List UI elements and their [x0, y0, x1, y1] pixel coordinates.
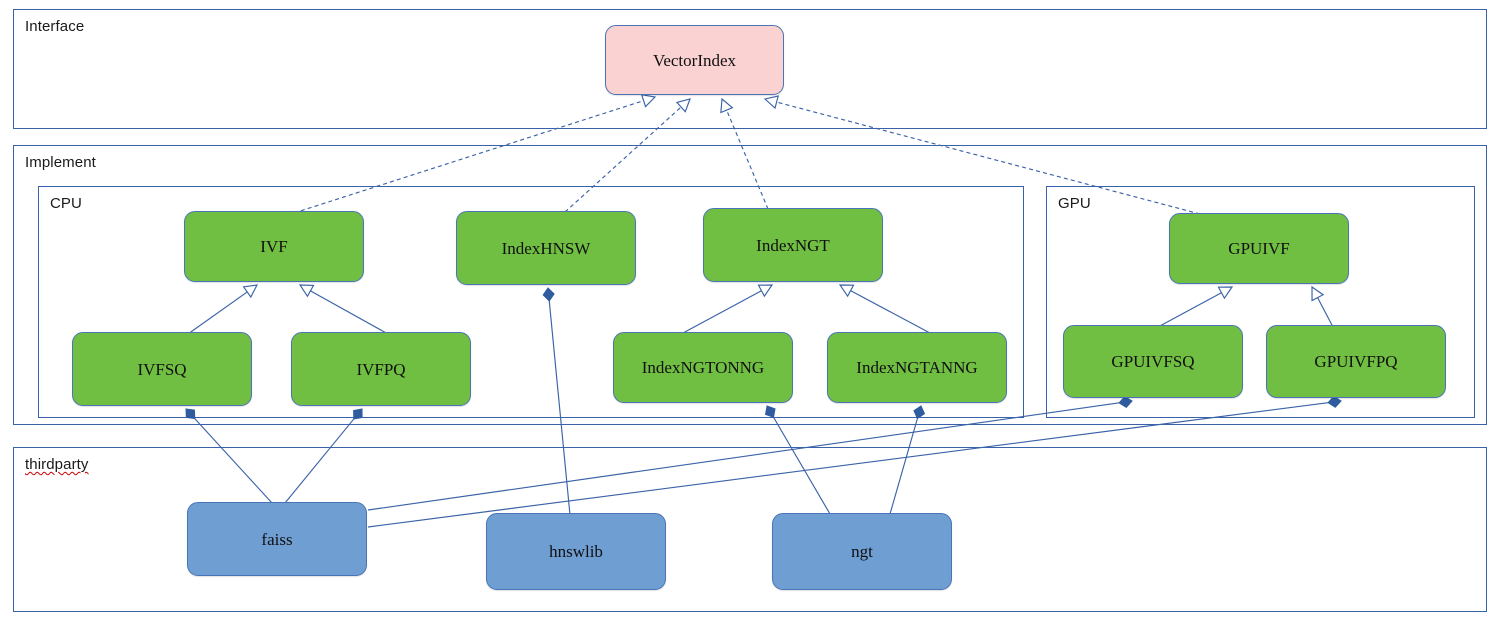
node-ivfsq[interactable]: IVFSQ	[72, 332, 252, 406]
node-indexhnsw[interactable]: IndexHNSW	[456, 211, 636, 285]
node-label: GPUIVFSQ	[1111, 352, 1195, 371]
node-gpuivfsq[interactable]: GPUIVFSQ	[1063, 325, 1243, 398]
node-label: IndexNGTANNG	[856, 358, 978, 377]
node-label: IndexHNSW	[501, 238, 591, 258]
node-hnswlib[interactable]: hnswlib	[486, 513, 666, 590]
group-label-cpu: CPU	[50, 195, 82, 212]
node-vectorindex[interactable]: VectorIndex	[605, 25, 784, 95]
node-indexngtonng[interactable]: IndexNGTONNG	[613, 332, 793, 403]
node-label: GPUIVFPQ	[1314, 352, 1398, 371]
group-label-interface: Interface	[25, 18, 85, 35]
node-gpuivfpq[interactable]: GPUIVFPQ	[1266, 325, 1446, 398]
node-indexngt[interactable]: IndexNGT	[703, 208, 883, 282]
node-label: faiss	[261, 529, 293, 549]
node-ivf[interactable]: IVF	[184, 211, 364, 282]
node-label: IVFSQ	[137, 359, 187, 379]
node-gpuivf[interactable]: GPUIVF	[1169, 213, 1349, 284]
node-label: ngt	[851, 542, 873, 561]
group-label-thirdparty: thirdparty	[25, 456, 89, 473]
group-label-gpu: GPU	[1058, 195, 1091, 212]
node-label: VectorIndex	[652, 50, 737, 70]
node-label: GPUIVF	[1228, 239, 1290, 258]
group-label-implement: Implement	[25, 154, 96, 171]
node-label: hnswlib	[549, 542, 603, 561]
node-indexngtanng[interactable]: IndexNGTANNG	[827, 332, 1007, 403]
node-label: IVF	[260, 237, 288, 256]
node-label: IndexNGTONNG	[641, 358, 765, 377]
node-label: IVFPQ	[356, 359, 406, 379]
node-ivfpq[interactable]: IVFPQ	[291, 332, 471, 406]
node-ngt[interactable]: ngt	[772, 513, 952, 590]
node-faiss[interactable]: faiss	[187, 502, 367, 576]
node-label: IndexNGT	[756, 235, 830, 255]
